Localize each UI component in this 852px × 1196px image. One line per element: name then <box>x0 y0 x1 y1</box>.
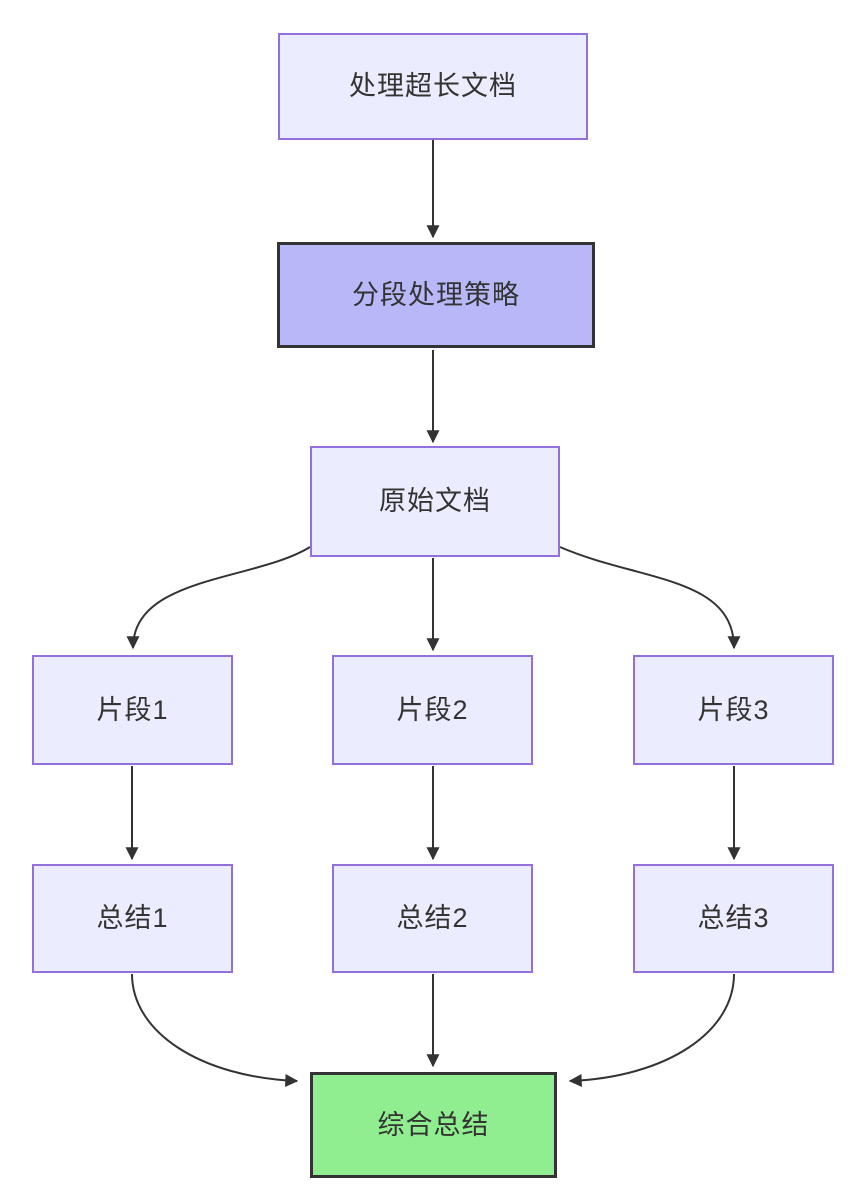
node-original-document-label: 原始文档 <box>379 486 491 517</box>
node-summary-3: 总结3 <box>633 864 834 973</box>
node-process-long-document: 处理超长文档 <box>278 33 588 140</box>
node-original-document: 原始文档 <box>310 446 560 557</box>
node-segmentation-strategy: 分段处理策略 <box>277 242 595 348</box>
node-final-summary: 综合总结 <box>310 1072 557 1178</box>
node-fragment-1-label: 片段1 <box>96 694 169 725</box>
node-fragment-3: 片段3 <box>633 655 834 765</box>
edge-sum3-final <box>568 973 735 1088</box>
node-summary-1: 总结1 <box>32 864 233 973</box>
node-process-long-document-label: 处理超长文档 <box>349 71 517 102</box>
edge-doc-seg3 <box>559 546 741 650</box>
node-summary-2-label: 总结2 <box>396 903 469 934</box>
node-fragment-1: 片段1 <box>32 655 233 765</box>
node-summary-1-label: 总结1 <box>96 903 169 934</box>
node-fragment-2-label: 片段2 <box>396 694 469 725</box>
edge-doc-seg1 <box>126 546 311 650</box>
edge-sum1-final <box>131 973 299 1088</box>
node-summary-3-label: 总结3 <box>697 903 770 934</box>
node-summary-2: 总结2 <box>332 864 533 973</box>
node-segmentation-strategy-label: 分段处理策略 <box>352 279 520 310</box>
node-final-summary-label: 综合总结 <box>377 1109 490 1140</box>
node-fragment-3-label: 片段3 <box>697 694 770 725</box>
node-fragment-2: 片段2 <box>332 655 533 765</box>
